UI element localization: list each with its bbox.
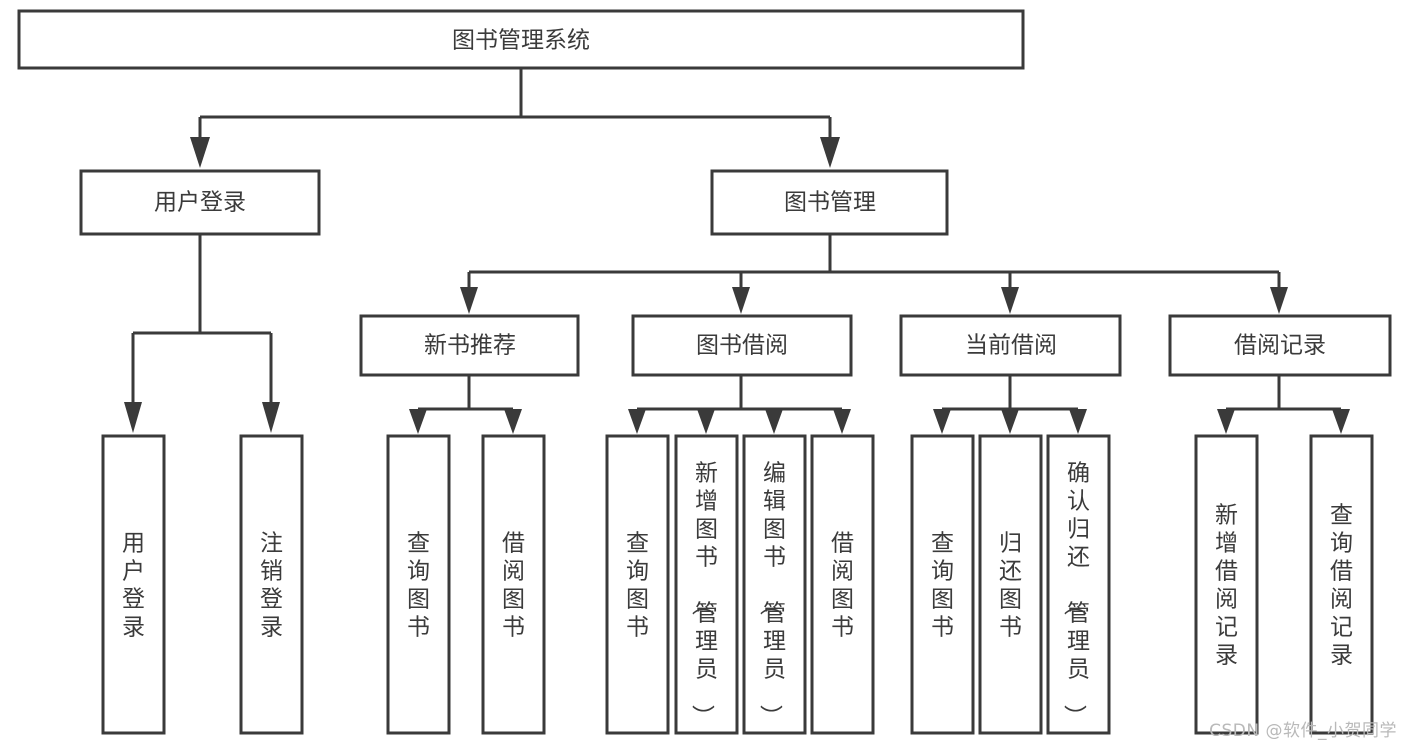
- node-user-login[interactable]: 用户登录: [79, 169, 321, 236]
- leaf-node-box[interactable]: [386, 434, 451, 735]
- arrow-icon-leaf-bb-borrow: [833, 409, 851, 434]
- leaf-node-box[interactable]: [239, 434, 304, 735]
- leaf-node-box[interactable]: [742, 434, 807, 735]
- arrow-icon-leaf-user-login: [124, 402, 142, 433]
- node-book-borrow-box[interactable]: [631, 314, 853, 377]
- leaf-node-label: 用户登录: [122, 531, 145, 641]
- leaf-node-label: 查询图书: [626, 531, 649, 641]
- leaf-node-label: 确认归还（管理员）: [1061, 461, 1090, 728]
- node-root[interactable]: 图书管理系统: [17, 9, 1025, 70]
- node-current-borrow-box[interactable]: [899, 314, 1122, 377]
- leaf-node-box[interactable]: [674, 434, 739, 735]
- node-book-manage[interactable]: 图书管理: [710, 169, 949, 236]
- arrow-icon-to-new-book: [460, 287, 478, 314]
- connector-layer: [124, 68, 1350, 434]
- node-book-manage-label: 图书管理: [784, 190, 876, 216]
- leaf-node-label: 新增借阅记录: [1215, 503, 1238, 669]
- node-borrow-record-box[interactable]: [1168, 314, 1392, 377]
- node-user-login-box[interactable]: [79, 169, 321, 236]
- arrow-icon-leaf-nb-borrow: [504, 409, 522, 434]
- leaf-node[interactable]: 确认归还（管理员）: [1046, 434, 1111, 735]
- leaf-node-label: 借阅图书: [831, 531, 854, 641]
- arrow-icon-leaf-bb-query: [628, 409, 646, 434]
- node-new-book-recommend-box[interactable]: [359, 314, 580, 377]
- leaf-node-box[interactable]: [101, 434, 166, 735]
- arrow-icon-leaf-bb-add: [697, 409, 715, 434]
- node-root-box[interactable]: [17, 9, 1025, 70]
- arrow-icon-leaf-cb-confirm: [1069, 409, 1087, 434]
- leaf-node[interactable]: 编辑图书（管理员）: [742, 434, 807, 735]
- leaf-node-label: 新增图书（管理员）: [689, 461, 718, 728]
- leaf-node-label: 借阅图书: [502, 531, 525, 641]
- leaf-node-box[interactable]: [1309, 434, 1374, 735]
- leaf-node[interactable]: 归还图书: [978, 434, 1043, 735]
- node-root-label: 图书管理系统: [452, 28, 590, 54]
- node-book-manage-box[interactable]: [710, 169, 949, 236]
- leaf-node[interactable]: 新增图书（管理员）: [674, 434, 739, 735]
- leaf-node-box[interactable]: [1046, 434, 1111, 735]
- leaf-node-box[interactable]: [978, 434, 1043, 735]
- leaf-node-label: 查询借阅记录: [1330, 503, 1353, 669]
- arrow-icon-leaf-logout: [262, 402, 280, 433]
- leaf-node-box[interactable]: [910, 434, 975, 735]
- leaf-node-layer: 用户登录 注销登录 查询图书 借阅图书 查询图书 新增图书（管理员） 编辑图书（管理员） 借阅…: [101, 434, 1374, 735]
- arrow-icon-to-user-login: [190, 137, 210, 168]
- arrow-icon-leaf-br-add: [1217, 409, 1235, 434]
- leaf-node[interactable]: 查询图书: [605, 434, 670, 735]
- arrow-icon-to-borrow-record: [1270, 287, 1288, 314]
- leaf-node[interactable]: 查询借阅记录: [1309, 434, 1374, 735]
- leaf-node[interactable]: 新增借阅记录: [1194, 434, 1259, 735]
- node-new-book-recommend-label: 新书推荐: [424, 333, 516, 359]
- arrow-icon-to-current-borrow: [1001, 287, 1019, 314]
- arrow-icon-leaf-bb-edit: [765, 409, 783, 434]
- leaf-node-label: 编辑图书（管理员）: [757, 461, 786, 728]
- leaf-node-box[interactable]: [1194, 434, 1259, 735]
- arrow-icon-to-book-manage: [820, 137, 840, 168]
- node-book-borrow-label: 图书借阅: [696, 333, 788, 359]
- arrow-icon-leaf-br-query: [1332, 409, 1350, 434]
- arrow-icon-leaf-nb-query: [409, 409, 427, 434]
- leaf-node[interactable]: 用户登录: [101, 434, 166, 735]
- leaf-node-label: 注销登录: [260, 531, 283, 641]
- leaf-node-box[interactable]: [481, 434, 546, 735]
- leaf-node[interactable]: 查询图书: [910, 434, 975, 735]
- arrow-icon-leaf-cb-query: [933, 409, 951, 434]
- leaf-node-label: 查询图书: [931, 531, 954, 641]
- arrow-icon-to-book-borrow: [732, 287, 750, 314]
- leaf-node[interactable]: 查询图书: [386, 434, 451, 735]
- node-current-borrow-label: 当前借阅: [965, 333, 1057, 359]
- node-current-borrow[interactable]: 当前借阅: [899, 314, 1122, 377]
- leaf-node-label: 查询图书: [407, 531, 430, 641]
- leaf-node-label: 归还图书: [999, 531, 1022, 641]
- node-user-login-label: 用户登录: [154, 190, 246, 216]
- leaf-node[interactable]: 借阅图书: [481, 434, 546, 735]
- arrow-icon-leaf-cb-return: [1001, 409, 1019, 434]
- leaf-node[interactable]: 借阅图书: [810, 434, 875, 735]
- leaf-node[interactable]: 注销登录: [239, 434, 304, 735]
- leaf-node-box[interactable]: [605, 434, 670, 735]
- leaf-node-box[interactable]: [810, 434, 875, 735]
- node-new-book-recommend[interactable]: 新书推荐: [359, 314, 580, 377]
- node-borrow-record-label: 借阅记录: [1234, 333, 1326, 359]
- node-book-borrow[interactable]: 图书借阅: [631, 314, 853, 377]
- node-borrow-record[interactable]: 借阅记录: [1168, 314, 1392, 377]
